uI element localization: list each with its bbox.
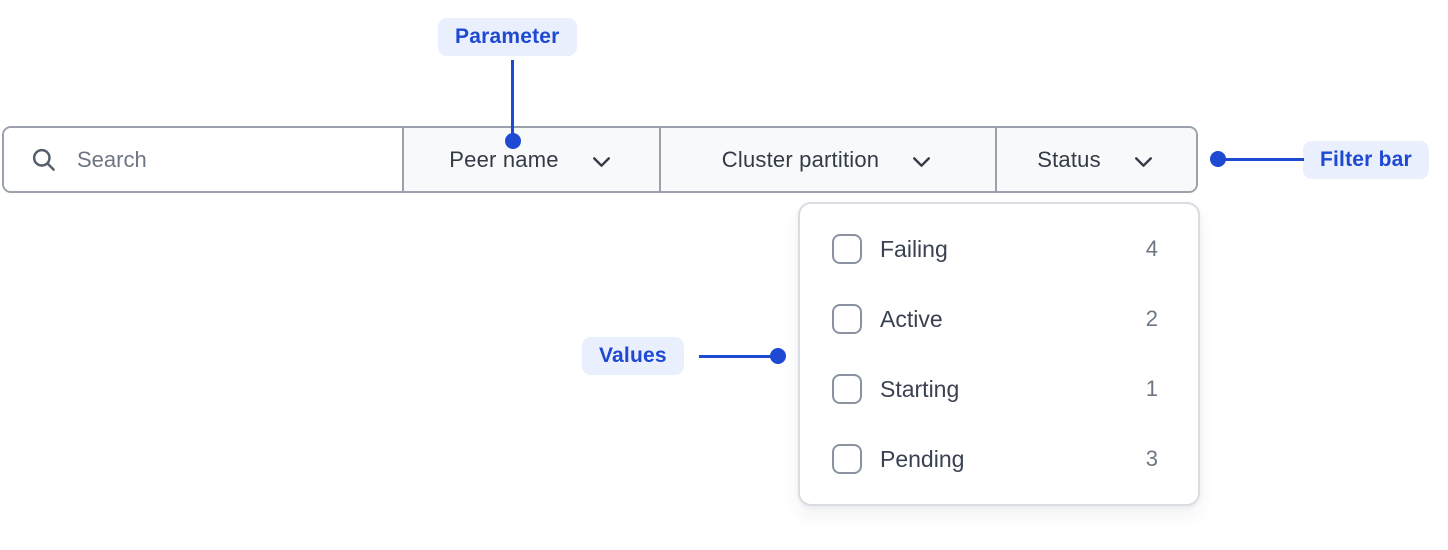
filter-dropdown-cluster-partition[interactable]: Cluster partition (659, 128, 995, 191)
dropdown-option-starting[interactable]: Starting 1 (832, 354, 1158, 424)
option-count: 2 (1145, 306, 1158, 331)
filter-dropdown-peer-name[interactable]: Peer name (402, 128, 659, 191)
annotation-values-connector-line (699, 355, 773, 358)
annotation-parameter-connector-line (511, 60, 514, 135)
annotation-filter-bar-badge: Filter bar (1303, 141, 1429, 179)
search-section (4, 128, 402, 191)
filter-dropdown-status[interactable]: Status (995, 128, 1196, 191)
annotation-values-badge: Values (582, 337, 684, 375)
option-label: Active (880, 305, 943, 332)
dropdown-option-failing[interactable]: Failing 4 (832, 214, 1158, 284)
status-dropdown-panel: Failing 4 Active 2 Starting 1 Pending 3 (798, 202, 1200, 506)
chevron-down-icon (1134, 156, 1152, 167)
option-label: Pending (880, 445, 965, 472)
option-count: 4 (1145, 236, 1158, 261)
option-count: 3 (1145, 446, 1158, 471)
checkbox-starting[interactable] (832, 374, 862, 404)
search-icon (32, 148, 55, 171)
checkbox-pending[interactable] (832, 444, 862, 474)
annotation-parameter-badge: Parameter (438, 18, 577, 56)
annotation-parameter-connector-dot (505, 133, 521, 149)
option-label: Starting (880, 375, 960, 402)
option-label: Failing (880, 235, 948, 262)
search-input[interactable] (77, 146, 377, 173)
dropdown-label: Peer name (449, 146, 559, 172)
annotation-filter-bar-connector-dot (1210, 151, 1226, 167)
annotation-values-connector-dot (770, 348, 786, 364)
option-count: 1 (1145, 376, 1158, 401)
dropdown-label: Cluster partition (721, 146, 880, 172)
dropdown-option-pending[interactable]: Pending 3 (832, 424, 1158, 494)
chevron-down-icon (913, 156, 931, 167)
filter-bar: Peer name Cluster partition Status (2, 126, 1198, 193)
annotation-filter-bar-connector-line (1220, 158, 1304, 161)
dropdown-label: Status (1037, 146, 1101, 172)
dropdown-option-active[interactable]: Active 2 (832, 284, 1158, 354)
checkbox-failing[interactable] (832, 234, 862, 264)
chevron-down-icon (592, 156, 610, 167)
checkbox-active[interactable] (832, 304, 862, 334)
